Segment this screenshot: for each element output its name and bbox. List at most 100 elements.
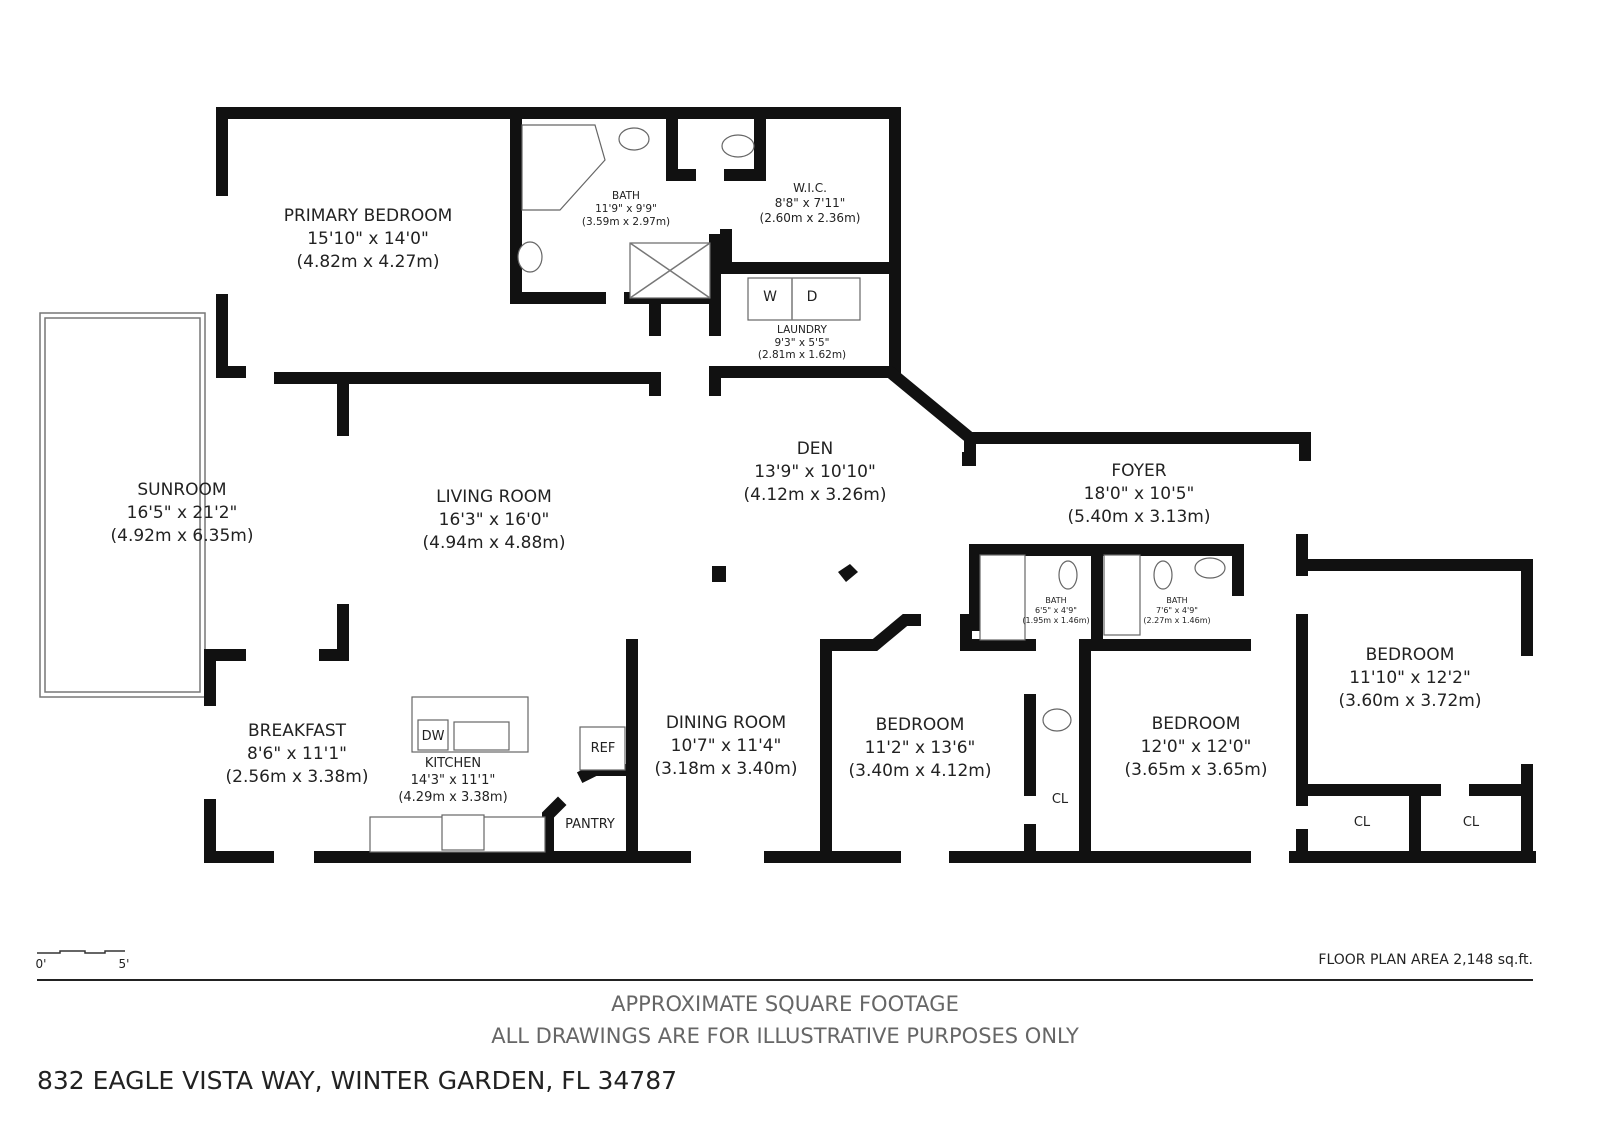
label: (3.40m x 4.12m)	[849, 761, 992, 781]
label: (3.18m x 3.40m)	[655, 759, 798, 779]
label: BEDROOM	[1152, 714, 1241, 734]
disclaimer-line-1: APPROXIMATE SQUARE FOOTAGE	[611, 992, 959, 1016]
label: KITCHEN	[425, 756, 481, 771]
room-wic: W.I.C.8'8" x 7'11"(2.60m x 2.36m)	[760, 181, 861, 225]
room-labels: PRIMARY BEDROOM 15'10" x 14'0" (4.82m x 4.…	[111, 181, 1482, 805]
plan-shape	[44, 317, 201, 693]
room-kitchen: KITCHEN 14'3" x 11'1" (4.29m x 3.38m)	[398, 756, 507, 805]
address: 832 EAGLE VISTA WAY, WINTER GARDEN, FL 3…	[37, 1066, 677, 1095]
label: PANTRY	[565, 817, 615, 832]
label: 18'0" x 10'5"	[1084, 484, 1195, 504]
label: (5.40m x 3.13m)	[1068, 507, 1211, 527]
plan-shape	[204, 649, 246, 706]
plan-shape	[579, 726, 626, 771]
plan-shape	[709, 366, 976, 466]
plan-shape	[576, 764, 631, 784]
room-breakfast: BREAKFAST 8'6" x 11'1" (2.56m x 3.38m)	[226, 721, 369, 787]
label: 12'0" x 12'0"	[1141, 737, 1252, 757]
label: LIVING ROOM	[436, 487, 552, 507]
room-foyer: FOYER 18'0" x 10'5" (5.40m x 3.13m)	[1068, 461, 1211, 527]
plan-shape	[216, 107, 901, 378]
label: (1.95m x 1.46m)	[1022, 616, 1089, 625]
plan-shape	[629, 242, 711, 299]
label: 6'5" x 4'9"	[1035, 606, 1077, 615]
plan-shape	[969, 544, 1244, 631]
label: REF	[591, 741, 616, 756]
plan-shape	[417, 719, 449, 751]
label: (4.94m x 4.88m)	[423, 533, 566, 553]
label: 14'3" x 11'1"	[411, 773, 496, 788]
floor-plan-area: FLOOR PLAN AREA 2,148 sq.ft.	[1318, 952, 1533, 968]
label: 11'2" x 13'6"	[865, 738, 976, 758]
plan-shape	[724, 107, 766, 181]
label: 8'6" x 11'1"	[247, 744, 347, 764]
label: W	[763, 289, 777, 305]
label: (2.60m x 2.36m)	[760, 211, 861, 225]
bathtub-icon	[521, 124, 606, 211]
sink-icon	[1042, 708, 1072, 732]
label: CL	[1052, 792, 1069, 807]
label: (3.59m x 2.97m)	[582, 216, 670, 228]
plan-shape	[510, 107, 606, 304]
plan-shape	[720, 229, 901, 274]
label: (4.12m x 3.26m)	[744, 485, 887, 505]
label: DEN	[797, 439, 834, 459]
sink-icon	[517, 241, 543, 273]
label: 16'3" x 16'0"	[439, 510, 550, 530]
plan-shape	[666, 107, 696, 181]
label: LAUNDRY	[777, 324, 828, 336]
label: 13'9" x 10'10"	[754, 462, 876, 482]
room-bedroom-2: BEDROOM 11'2" x 13'6" (3.40m x 4.12m)	[849, 715, 992, 781]
toilet-icon	[1058, 560, 1078, 590]
label: (2.56m x 3.38m)	[226, 767, 369, 787]
label: CL	[1354, 815, 1371, 830]
fixtures: W D DW REF PANTRY CL CL CL	[369, 124, 1480, 853]
label: 7'6" x 4'9"	[1156, 606, 1198, 615]
label: PRIMARY BEDROOM	[284, 206, 453, 226]
room-den: DEN 13'9" x 10'10" (4.12m x 3.26m)	[744, 439, 887, 505]
label: BREAKFAST	[248, 721, 347, 741]
toilet-icon	[1153, 560, 1173, 590]
shower-icon	[979, 554, 1026, 641]
label: DINING ROOM	[666, 713, 786, 733]
plan-shape	[542, 796, 567, 863]
label: (4.82m x 4.27m)	[297, 252, 440, 272]
stove-icon	[441, 814, 485, 851]
plan-shape	[838, 564, 858, 582]
scale-bar: 0' 5'	[36, 950, 130, 971]
walls	[39, 107, 1536, 863]
plan-shape	[962, 452, 976, 466]
plan-shape	[37, 950, 125, 954]
room-living-room: LIVING ROOM 16'3" x 16'0" (4.94m x 4.88m)	[423, 487, 566, 553]
label: 0'	[36, 957, 47, 971]
label: 16'5" x 21'2"	[127, 503, 238, 523]
label: 11'10" x 12'2"	[1349, 668, 1471, 688]
label: 15'10" x 14'0"	[307, 229, 429, 249]
plan-shape	[964, 432, 1311, 461]
plan-shape	[820, 614, 921, 863]
sink-icon	[1194, 557, 1226, 579]
label: 5'	[119, 957, 130, 971]
plan-shape	[712, 566, 726, 582]
room-primary-bedroom: PRIMARY BEDROOM 15'10" x 14'0" (4.82m x 4.…	[284, 206, 453, 272]
bathtub-icon	[1103, 554, 1141, 636]
label: FOYER	[1111, 461, 1166, 481]
label: CL	[1463, 815, 1480, 830]
toilet-icon	[721, 134, 755, 158]
plan-shape	[747, 277, 861, 321]
label: 9'3" x 5'5"	[774, 337, 829, 349]
label: (2.27m x 1.46m)	[1143, 616, 1210, 625]
label: (3.60m x 3.72m)	[1339, 691, 1482, 711]
label: BEDROOM	[876, 715, 965, 735]
label: (4.29m x 3.38m)	[398, 790, 507, 805]
label: BATH	[612, 190, 640, 202]
label: BATH	[1045, 596, 1066, 605]
room-bedroom-4: BEDROOM 11'10" x 12'2" (3.60m x 3.72m)	[1339, 645, 1482, 711]
label: BEDROOM	[1366, 645, 1455, 665]
